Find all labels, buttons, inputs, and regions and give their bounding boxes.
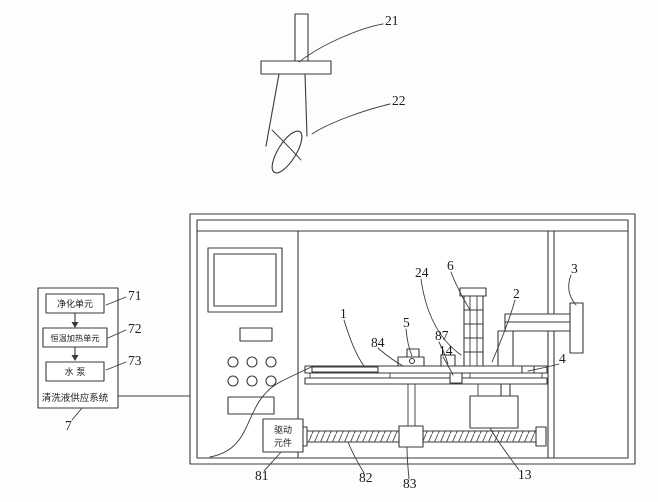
rail-clamp	[521, 365, 535, 374]
label-84: 84	[371, 335, 385, 350]
label-7: 7	[65, 418, 72, 433]
screen	[213, 253, 277, 307]
carriage-assembly	[397, 348, 463, 384]
purify-unit-label: 净化单元	[57, 298, 93, 310]
leader-22	[311, 103, 391, 135]
panel-button	[246, 356, 258, 368]
leader-84	[377, 347, 404, 367]
lower-rail	[304, 377, 548, 385]
label-73: 73	[128, 353, 142, 368]
label-72: 72	[128, 321, 142, 336]
drive-unit-label-line1: 驱动	[274, 425, 292, 436]
screen-bezel	[207, 247, 283, 313]
system-title-label: 清洗液供应系统	[42, 392, 109, 404]
vertical-column	[459, 287, 487, 367]
column-cap	[459, 287, 487, 297]
spindle-body	[497, 330, 514, 367]
under-rail-block	[449, 372, 463, 384]
arm-beam	[504, 313, 573, 332]
leader-2	[491, 299, 516, 363]
pump-box	[45, 361, 105, 382]
label-2: 2	[513, 286, 520, 301]
carriage-head	[406, 348, 420, 358]
control-panel	[207, 247, 283, 415]
panel-button	[265, 375, 277, 387]
funnel-inner-line	[271, 129, 302, 161]
mount-bar	[260, 60, 332, 75]
leader-1	[343, 319, 365, 367]
label-6: 6	[447, 258, 454, 273]
label-21: 21	[385, 13, 399, 28]
supply-hose	[209, 365, 314, 458]
flow-arrow-2-head	[71, 355, 79, 361]
leader-6	[450, 271, 471, 311]
leader-21	[298, 23, 384, 63]
work-table	[304, 365, 548, 385]
leader-5	[405, 328, 413, 357]
carriage-pin	[408, 357, 416, 365]
leader-81	[263, 451, 282, 472]
label-87: 87	[435, 328, 449, 343]
top-leader-lines	[298, 23, 391, 135]
unit-13-box	[469, 395, 519, 429]
panel-buttons	[227, 356, 277, 387]
label-82: 82	[359, 470, 373, 485]
panel-button	[227, 375, 239, 387]
label-71: 71	[128, 288, 142, 303]
label-1: 1	[340, 306, 347, 321]
leader-3	[568, 274, 577, 306]
lower-unit	[469, 383, 519, 429]
panel-button	[227, 356, 239, 368]
label-14: 14	[439, 343, 453, 358]
leader-82	[347, 441, 365, 474]
leader-13	[489, 427, 520, 471]
probe-shaft	[500, 383, 511, 397]
nozzle-assembly	[260, 13, 332, 174]
leader-71	[105, 296, 127, 306]
leader-72	[107, 329, 127, 339]
frame-inner	[196, 219, 629, 459]
panel-button	[265, 356, 277, 368]
screw-bearing-right	[535, 426, 547, 447]
arm-assembly	[504, 302, 584, 354]
part-labels: 21 22 71 72 73 7 1 24 6 2 3 5 84 87 14 4…	[65, 13, 578, 491]
readout-display	[239, 327, 273, 342]
label-24: 24	[415, 265, 429, 280]
drive-unit-box	[262, 418, 304, 453]
column-body	[463, 295, 484, 367]
lead-screw-drive	[262, 383, 547, 453]
machine-leader-lines	[263, 271, 577, 480]
flow-arrow-1-head	[71, 322, 79, 328]
screw-slider	[398, 425, 424, 448]
heating-unit-label: 恒温加热单元	[50, 333, 99, 343]
label-13: 13	[518, 467, 532, 482]
label-4: 4	[559, 351, 566, 366]
funnel-left-edge	[265, 73, 280, 147]
leader-24	[420, 278, 462, 356]
leader-14	[442, 356, 454, 376]
supply-system-flowchart	[37, 287, 191, 421]
drive-unit-label-line2: 元件	[274, 437, 292, 449]
funnel-mouth	[271, 130, 303, 174]
end-plate	[569, 302, 584, 354]
label-22: 22	[392, 93, 406, 108]
leader-7	[71, 407, 83, 421]
panel-button	[246, 375, 258, 387]
leader-87	[438, 341, 449, 365]
label-81: 81	[255, 468, 269, 483]
leader-73	[105, 361, 127, 371]
pump-label: 水 泵	[65, 366, 86, 378]
panel-tray	[227, 396, 275, 415]
label-83: 83	[403, 476, 417, 491]
label-5: 5	[403, 315, 410, 330]
leader-4	[527, 363, 560, 372]
spray-rod	[294, 13, 309, 63]
leader-83	[406, 446, 410, 480]
label-3: 3	[571, 261, 578, 276]
guide-strip	[311, 366, 379, 373]
funnel-right-edge	[304, 73, 308, 137]
upper-rail	[304, 365, 548, 374]
